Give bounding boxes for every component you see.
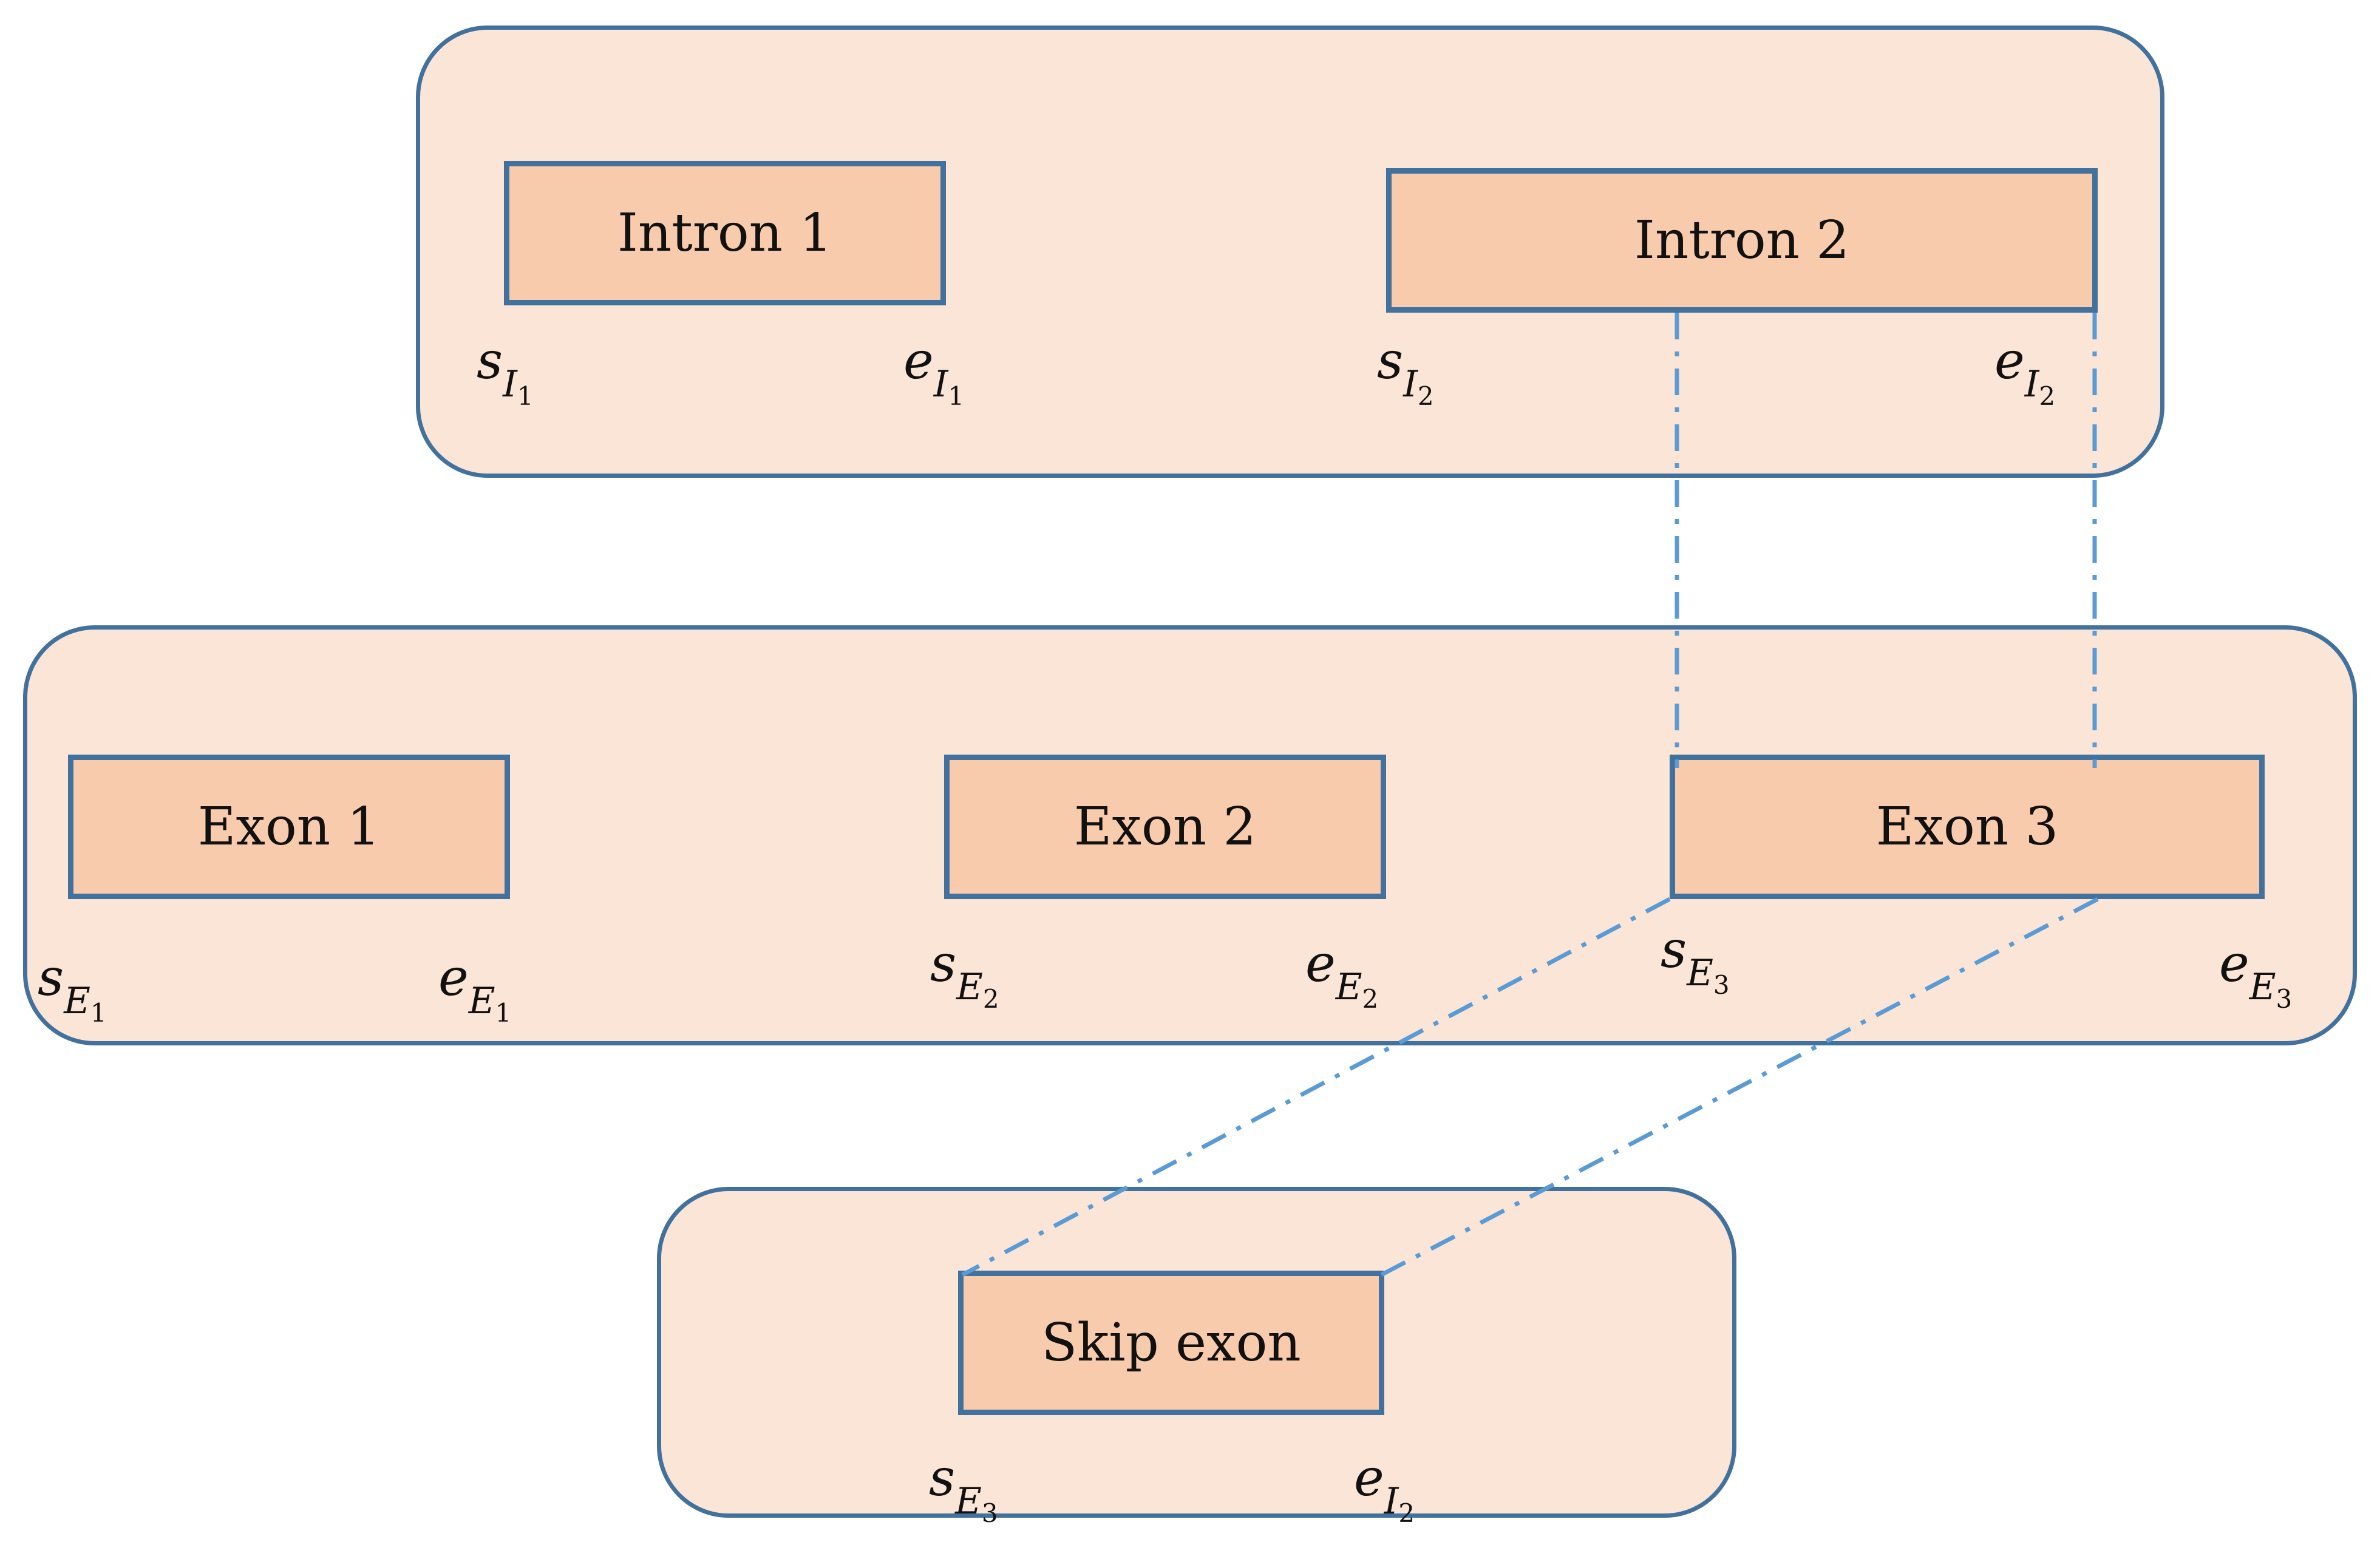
exon-1-label: Exon 1 xyxy=(197,796,381,857)
exon-3-box: Exon 3 xyxy=(1670,755,2265,899)
intron-2-end-label: eI2 xyxy=(1994,331,2056,411)
intron-2-box: Intron 2 xyxy=(1386,168,2098,313)
exon-1-start-label: sE1 xyxy=(38,948,107,1028)
exon-3-end-label: eE3 xyxy=(2219,934,2293,1014)
exon-1-end-label: eE1 xyxy=(438,948,512,1028)
exon-3-label: Exon 3 xyxy=(1875,796,2059,857)
exon-2-start-label: sE2 xyxy=(930,934,999,1014)
intron-1-start-label: sI1 xyxy=(477,331,534,411)
skip-exon-end-label: eI2 xyxy=(1354,1448,1415,1528)
exon-1-box: Exon 1 xyxy=(68,755,510,899)
intron-1-box: Intron 1 xyxy=(504,161,946,305)
skip-exon-box: Skip exon xyxy=(958,1271,1384,1415)
intron-2-label: Intron 2 xyxy=(1634,210,1850,271)
exon-3-start-label: sE3 xyxy=(1661,920,1730,1000)
skip-exon-start-label: sE3 xyxy=(929,1448,998,1528)
skip-exon-label: Skip exon xyxy=(1041,1313,1301,1373)
intron-2-start-label: sI2 xyxy=(1377,331,1434,411)
exon-2-box: Exon 2 xyxy=(944,755,1386,899)
exon-2-label: Exon 2 xyxy=(1073,796,1257,857)
intron-1-label: Intron 1 xyxy=(617,203,833,263)
intron-1-end-label: eI1 xyxy=(903,331,965,411)
exon-2-end-label: eE2 xyxy=(1305,934,1379,1014)
